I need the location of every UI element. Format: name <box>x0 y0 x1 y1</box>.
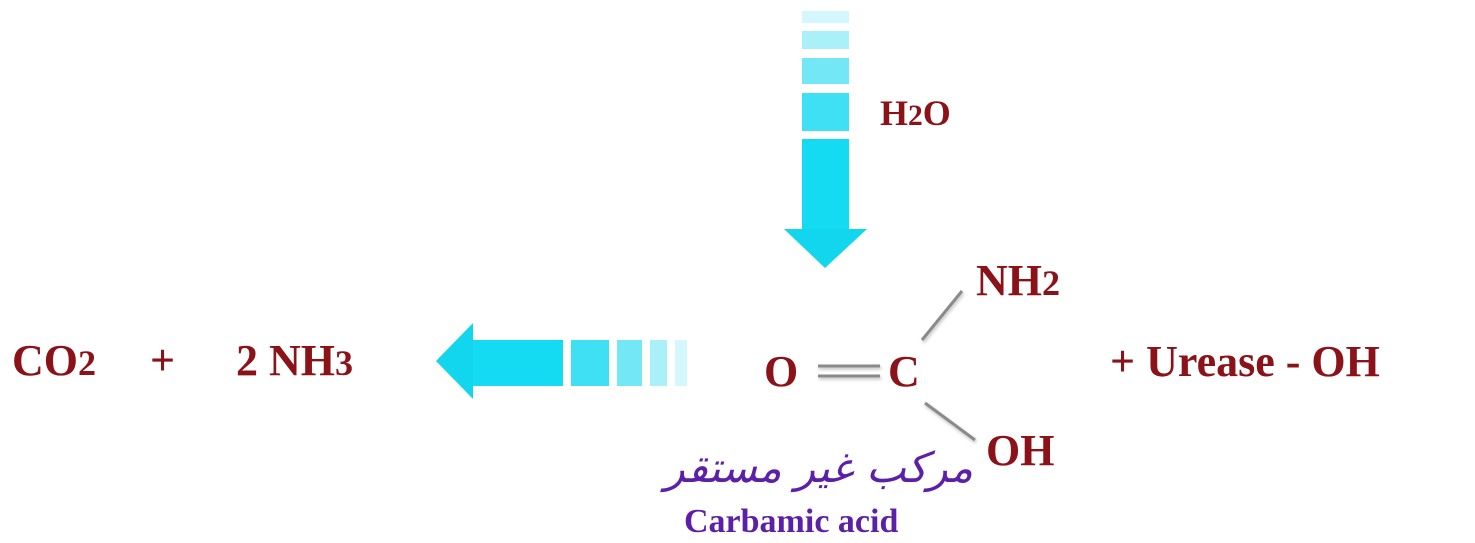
product-nh3: 2 NH3 <box>236 339 353 383</box>
nh3-main: 2 NH <box>236 336 335 385</box>
water-reagent: H2O <box>880 95 951 132</box>
arabic-annotation: مركب غير مستقر <box>664 443 973 492</box>
atom-o: O <box>764 347 799 396</box>
down-arrow-icon <box>784 11 867 268</box>
water-subscript: 2 <box>908 100 923 132</box>
bonds <box>818 290 976 442</box>
enzyme-label: + Urease - OH <box>1110 337 1380 386</box>
water-h: H <box>880 93 909 133</box>
product-co2: CO2 <box>12 339 96 383</box>
left-arrow-icon <box>436 323 687 399</box>
group-nh2: NH2 <box>976 259 1060 303</box>
co2-subscript: 2 <box>78 343 97 383</box>
nh3-subscript: 3 <box>335 343 354 383</box>
product-plus: + <box>150 336 176 385</box>
atom-c: C <box>888 347 920 396</box>
carbamic-acid-label: Carbamic acid <box>684 503 899 540</box>
group-oh: OH <box>986 426 1055 475</box>
co2-main: CO <box>12 336 78 385</box>
nh2-main: NH <box>976 256 1042 305</box>
water-o: O <box>922 93 951 133</box>
nh2-subscript: 2 <box>1042 263 1061 303</box>
